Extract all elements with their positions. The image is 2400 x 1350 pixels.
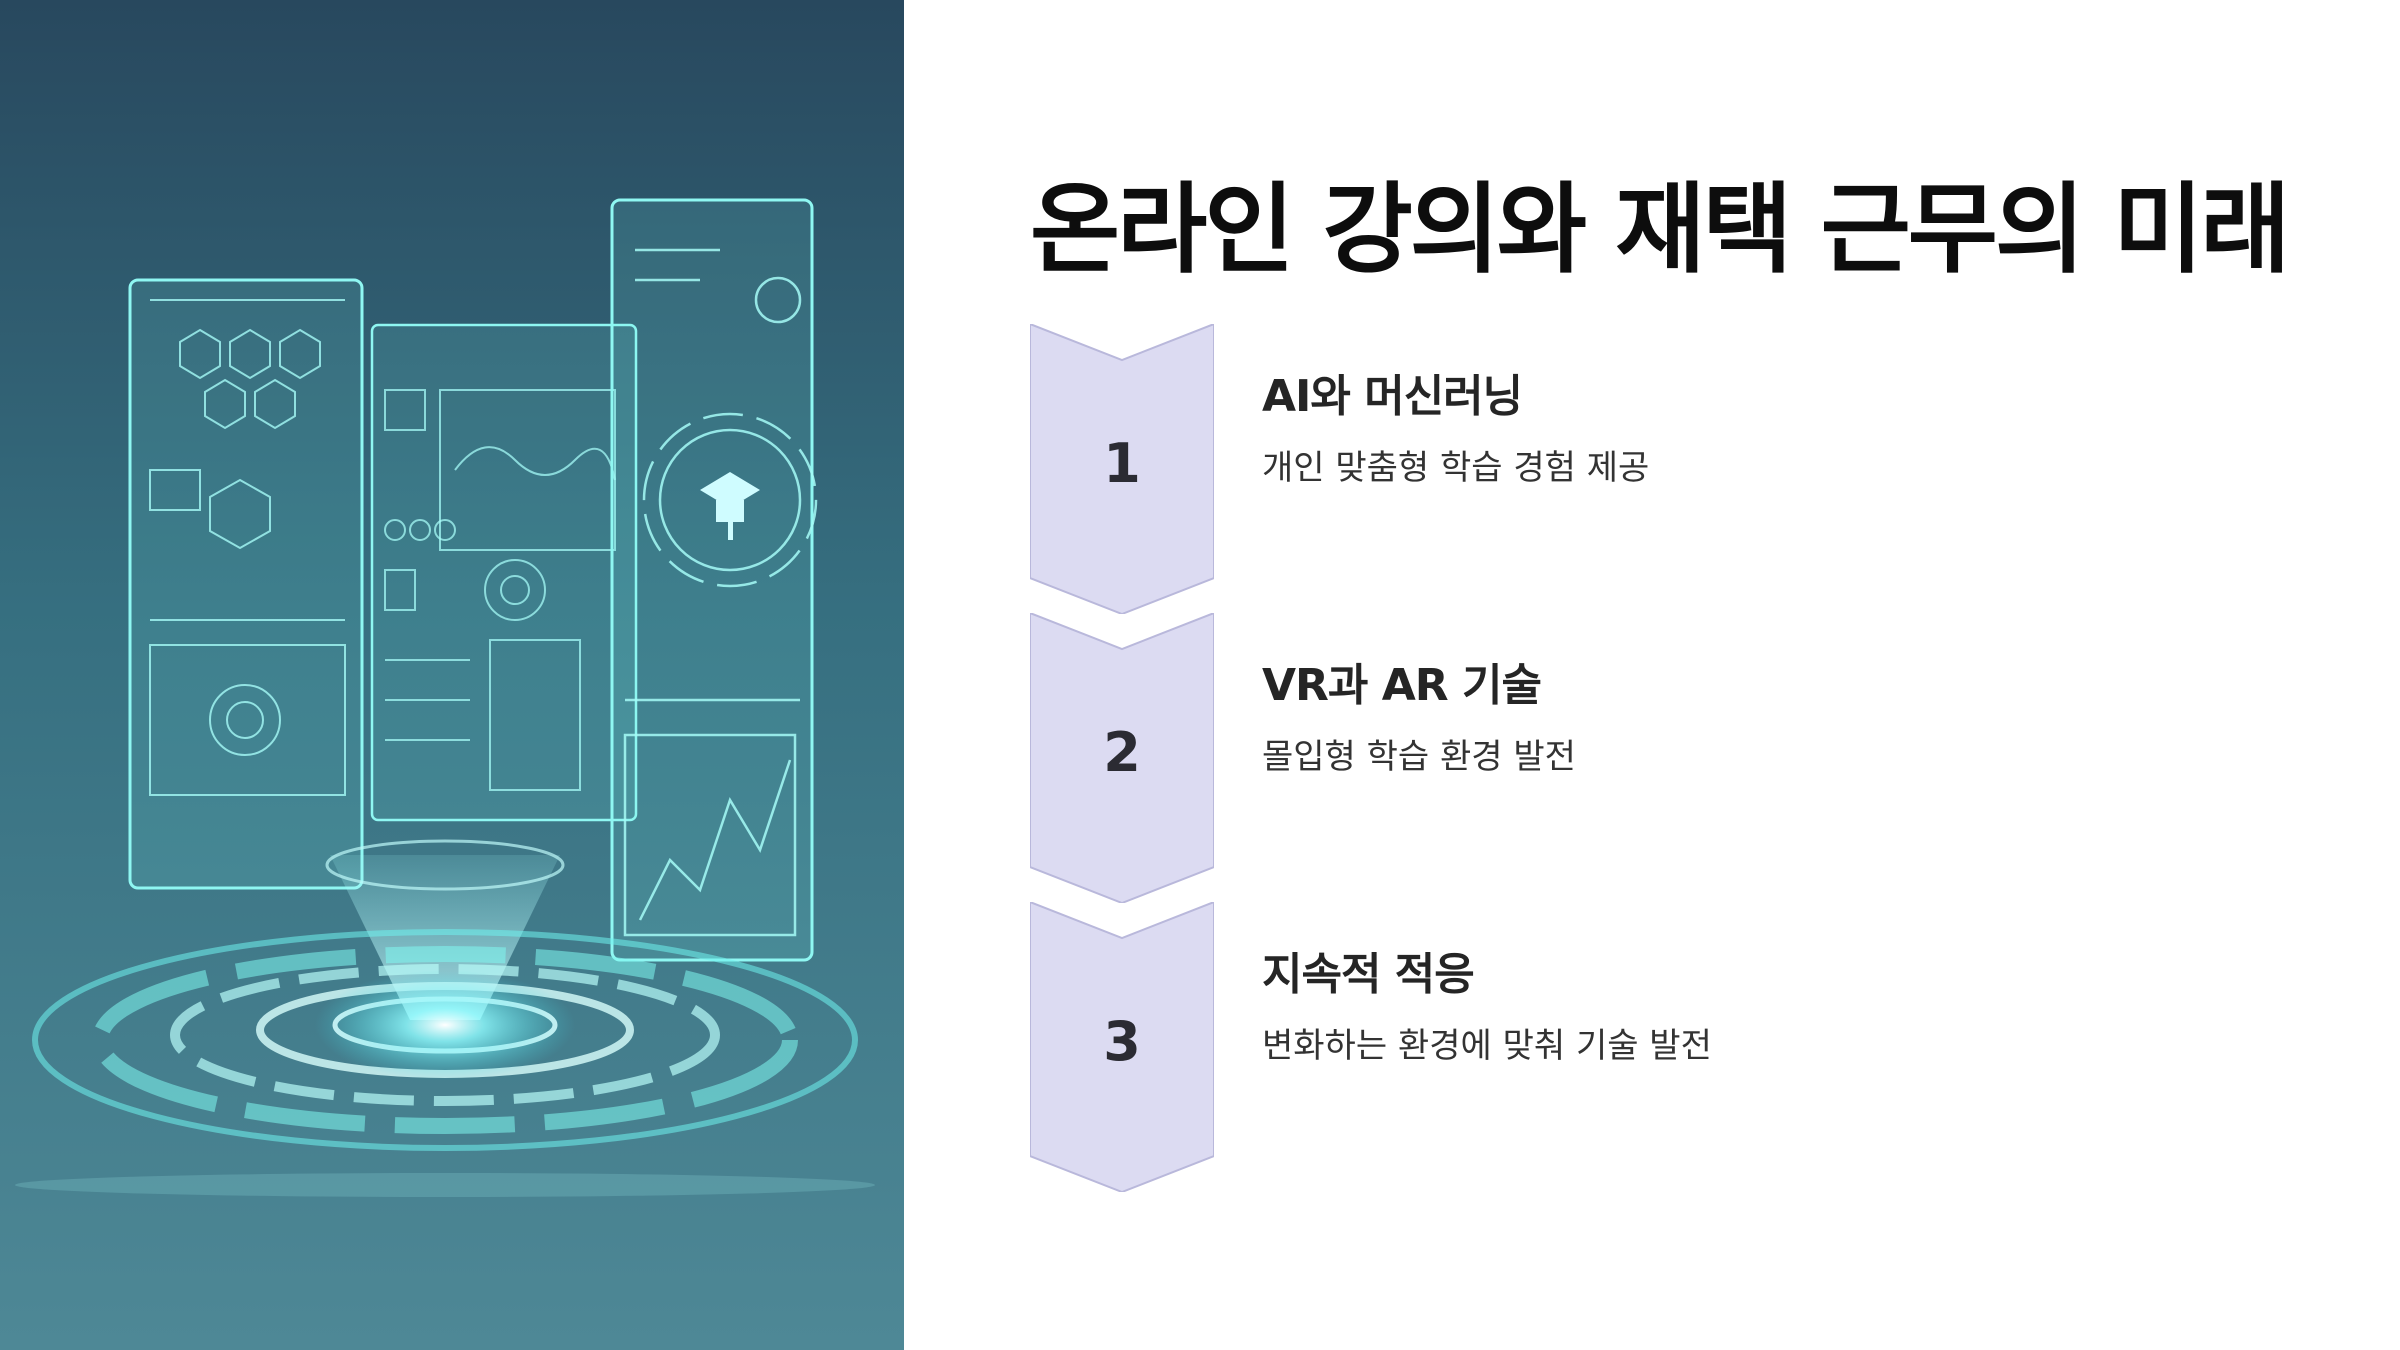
hologram-illustration (0, 0, 904, 1350)
timeline-step-2: 2 VR과 AR 기술 몰입형 학습 환경 발전 (1030, 613, 2330, 903)
step-description: 몰입형 학습 환경 발전 (1262, 737, 1576, 777)
step-number: 1 (1103, 432, 1141, 495)
step-description: 개인 맞춤형 학습 경험 제공 (1262, 448, 1650, 488)
step-title: VR과 AR 기술 (1262, 660, 1542, 711)
hologram-screen-icon (370, 323, 638, 822)
content-panel: 온라인 강의와 재택 근무의 미래 1 AI와 머신러닝 개인 맞춤형 학습 경… (1030, 0, 2330, 1350)
timeline-step-3: 3 지속적 적응 변화하는 환경에 맞춰 기술 발전 (1030, 902, 2330, 1192)
step-title: 지속적 적응 (1262, 949, 1475, 1000)
step-chevron (1030, 902, 1214, 1192)
step-chevron (1030, 613, 1214, 903)
timeline-step-1: 1 AI와 머신러닝 개인 맞춤형 학습 경험 제공 (1030, 324, 2330, 614)
hologram-projector-icon (15, 839, 875, 1197)
step-description: 변화하는 환경에 맞춰 기술 발전 (1262, 1026, 1712, 1066)
step-title: AI와 머신러닝 (1262, 371, 1523, 422)
hero-image (0, 0, 904, 1350)
page-title: 온라인 강의와 재택 근무의 미래 (1030, 173, 2291, 287)
hologram-tablet-icon (128, 278, 364, 890)
step-number: 3 (1103, 1010, 1141, 1073)
step-chevron (1030, 324, 1214, 614)
step-number: 2 (1103, 721, 1141, 784)
graduation-cap-icon (610, 198, 818, 962)
